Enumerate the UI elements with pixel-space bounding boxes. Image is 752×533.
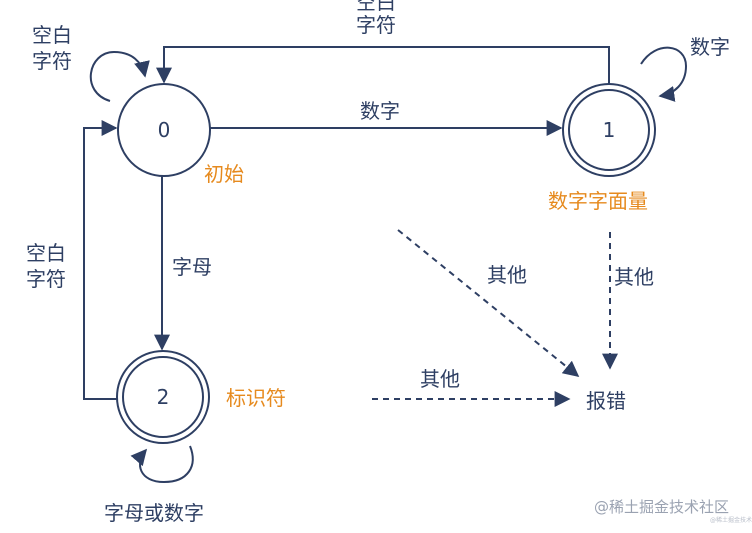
edge-0-to-2-label: 字母 <box>172 255 212 279</box>
error-state-label: 报错 <box>586 389 626 413</box>
self-loop-2-label: 字母或数字 <box>104 501 204 525</box>
self-loop-0 <box>89 50 150 102</box>
self-loop-1-label: 数字 <box>690 35 730 59</box>
state-2-node: 2 <box>116 350 210 444</box>
edge-2-to-error-label: 其他 <box>420 367 460 391</box>
watermark-text: @稀土掘金技术社区 <box>594 498 729 516</box>
edge-1-to-error-label: 其他 <box>614 265 654 289</box>
edge-diag-to-error-label: 其他 <box>487 263 527 287</box>
edge-0-to-1-label: 数字 <box>360 99 400 123</box>
edge-1-to-0-label-line1: 空白 <box>356 0 396 14</box>
state-1-node: 1 <box>562 83 656 177</box>
edge-1-to-0 <box>156 46 610 84</box>
state-0-name: 初始 <box>204 162 244 186</box>
state-1-name: 数字字面量 <box>548 189 648 213</box>
state-1-id: 1 <box>603 118 616 142</box>
edge-1-to-0-label-line2: 字符 <box>356 13 396 37</box>
edge-diag-to-error <box>397 229 580 378</box>
watermark-subtext: @稀土掘金技术 <box>710 516 752 524</box>
edge-2-to-0-label-line1: 空白 <box>26 241 66 265</box>
self-loop-0-label-line1: 空白 <box>32 23 72 47</box>
edge-2-to-0 <box>83 120 118 400</box>
state-0-node: 0 <box>117 83 211 177</box>
self-loop-2 <box>130 445 194 484</box>
state-2-name: 标识符 <box>226 386 286 410</box>
state-2-id: 2 <box>157 385 170 409</box>
edge-2-to-0-label-line2: 字符 <box>26 267 66 291</box>
self-loop-1 <box>640 46 688 102</box>
self-loop-0-label-line2: 字符 <box>32 49 72 73</box>
state-0-id: 0 <box>158 118 171 142</box>
